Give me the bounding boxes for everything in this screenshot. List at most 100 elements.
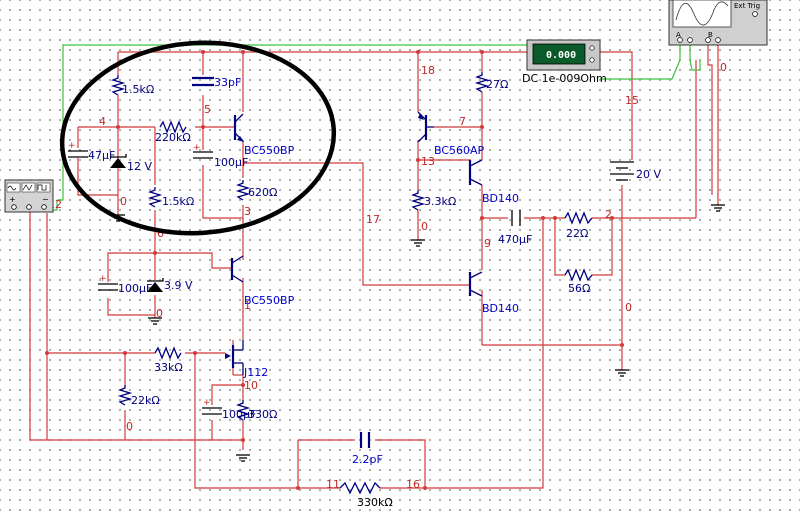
- resistor-r-1k5-mid[interactable]: [147, 187, 163, 208]
- q-bd140-1-label: BD140: [482, 192, 519, 205]
- node-11: 11: [326, 478, 340, 491]
- c-33pf-label: 33pF: [214, 76, 241, 89]
- svg-text:+: +: [193, 143, 201, 153]
- resistor-r-27[interactable]: [474, 72, 490, 93]
- node-0-d: 0: [720, 61, 727, 74]
- multimeter[interactable]: 0.000: [526, 39, 601, 71]
- resistor-r-620[interactable]: [235, 180, 251, 201]
- z-12v-label: 12 V: [127, 160, 152, 173]
- resistor-r-22[interactable]: [564, 211, 593, 225]
- sine-wave-icon: [7, 185, 17, 191]
- capacitor-c-470uf[interactable]: [511, 210, 521, 226]
- c-100uf-2-label: 100µF: [118, 282, 152, 295]
- junction-dots: [45, 50, 624, 490]
- resistor-r-220k[interactable]: [159, 120, 187, 134]
- c-100uf-3-label: 100µF: [222, 408, 256, 421]
- node-4: 4: [99, 115, 106, 128]
- q-j112-label: J112: [243, 366, 268, 379]
- node-0-e: 0: [156, 307, 163, 320]
- resistor-r-330[interactable]: [235, 400, 251, 421]
- transistor-bc560ap[interactable]: [417, 111, 434, 143]
- node-3: 3: [244, 205, 251, 218]
- capacitor-c-100uf-3[interactable]: +: [202, 398, 222, 415]
- svg-text:+: +: [203, 398, 211, 408]
- multimeter-caption: DC 1e-009Ohm: [522, 72, 607, 85]
- r-3k3-label: 3.3kΩ: [424, 195, 456, 208]
- r-56-label: 56Ω: [568, 282, 590, 295]
- node-13: 13: [421, 155, 435, 168]
- triangle-wave-icon: [22, 184, 33, 191]
- transistor-bd140-2[interactable]: [468, 271, 483, 297]
- ext-trig-terminal: [752, 11, 758, 17]
- node-18: 18: [421, 64, 435, 77]
- svg-text:+: +: [99, 274, 107, 284]
- resistor-r-1k5-top[interactable]: [110, 75, 126, 96]
- r-27-label: 27Ω: [486, 78, 508, 91]
- zener-3v9[interactable]: [147, 278, 164, 292]
- node-9: 9: [484, 237, 491, 250]
- r-220k-label: 220kΩ: [155, 131, 191, 144]
- node-16: 16: [406, 478, 420, 491]
- q-bc550bp-2-label: BC550BP: [244, 294, 295, 307]
- zener-12v[interactable]: [110, 154, 127, 168]
- jfet-j112[interactable]: [225, 340, 244, 375]
- resistor-r-56[interactable]: [564, 268, 593, 282]
- resistor-r-3k3[interactable]: [410, 190, 426, 211]
- transistor-bd140-1[interactable]: [468, 159, 483, 186]
- resistor-r-330k[interactable]: [339, 481, 381, 495]
- ext-trig-label: Ext Trig: [734, 2, 760, 10]
- channel-b-minus-terminal: [715, 37, 721, 43]
- channel-a-minus-terminal: [687, 37, 693, 43]
- q-bc560ap-label: BC560AP: [434, 144, 485, 157]
- multimeter-terminal-plus: [589, 45, 595, 51]
- node-5: 5: [204, 103, 211, 116]
- node-labels: 4 5 0 6 3 12 18 7 13 0 17 9 2 15 0 0 0 1…: [48, 61, 727, 491]
- c-100uf-1-label: 100µF: [214, 156, 248, 169]
- r-33k-label: 33kΩ: [154, 361, 183, 374]
- svg-text:−: −: [42, 195, 49, 204]
- resistor-r-33k[interactable]: [154, 346, 182, 360]
- ground-symbols: [111, 204, 725, 462]
- q-bd140-2-label: BD140: [482, 302, 519, 315]
- c-2p2-label: 2.2pF: [352, 453, 383, 466]
- transistor-bc550bp-2[interactable]: [230, 255, 244, 283]
- capacitor-c-47uf[interactable]: +: [68, 141, 88, 158]
- transistor-bc550bp-1[interactable]: [233, 113, 244, 142]
- channel-b-plus-terminal: [705, 37, 711, 43]
- square-wave-icon: [37, 184, 47, 191]
- multimeter-terminal-minus: [589, 57, 595, 63]
- node-7: 7: [459, 115, 466, 128]
- svg-text:+: +: [68, 141, 76, 151]
- green-wires: [47, 35, 701, 211]
- capacitor-c-100uf-2[interactable]: +: [98, 274, 118, 291]
- function-generator[interactable]: + −: [4, 179, 54, 213]
- r-22-label: 22Ω: [566, 227, 588, 240]
- capacitor-c-2p2[interactable]: [359, 432, 371, 448]
- r-330k-label: 330kΩ: [357, 496, 393, 509]
- resistor-r-22k[interactable]: [117, 385, 133, 406]
- v-20v-label: 20 V: [636, 168, 661, 181]
- node-10: 10: [244, 379, 258, 392]
- dc-source-20v[interactable]: [610, 161, 634, 181]
- capacitor-c-100uf-1[interactable]: +: [193, 143, 213, 159]
- node-0-f: 0: [126, 420, 133, 433]
- channel-b-label: B: [708, 31, 713, 39]
- node-17: 17: [366, 213, 380, 226]
- r-330-label: 330Ω: [248, 408, 277, 421]
- r-1k5-mid-label: 1.5kΩ: [162, 195, 194, 208]
- node-0-b: 0: [421, 220, 428, 233]
- channel-a-label: A: [676, 31, 681, 39]
- node-15: 15: [625, 94, 639, 107]
- node-0-c: 0: [625, 301, 632, 314]
- r-1k5-top-label: 1.5kΩ: [122, 83, 154, 96]
- channel-a-plus-terminal: [677, 37, 683, 43]
- node-0-a: 0: [120, 195, 127, 208]
- oscilloscope[interactable]: Ext Trig A B: [668, 0, 768, 46]
- node-6: 6: [157, 227, 164, 240]
- capacitor-c-33pf[interactable]: [192, 76, 214, 87]
- node-1: 1: [244, 299, 251, 312]
- svg-text:+: +: [9, 195, 16, 204]
- r-620-label: 620Ω: [248, 186, 277, 199]
